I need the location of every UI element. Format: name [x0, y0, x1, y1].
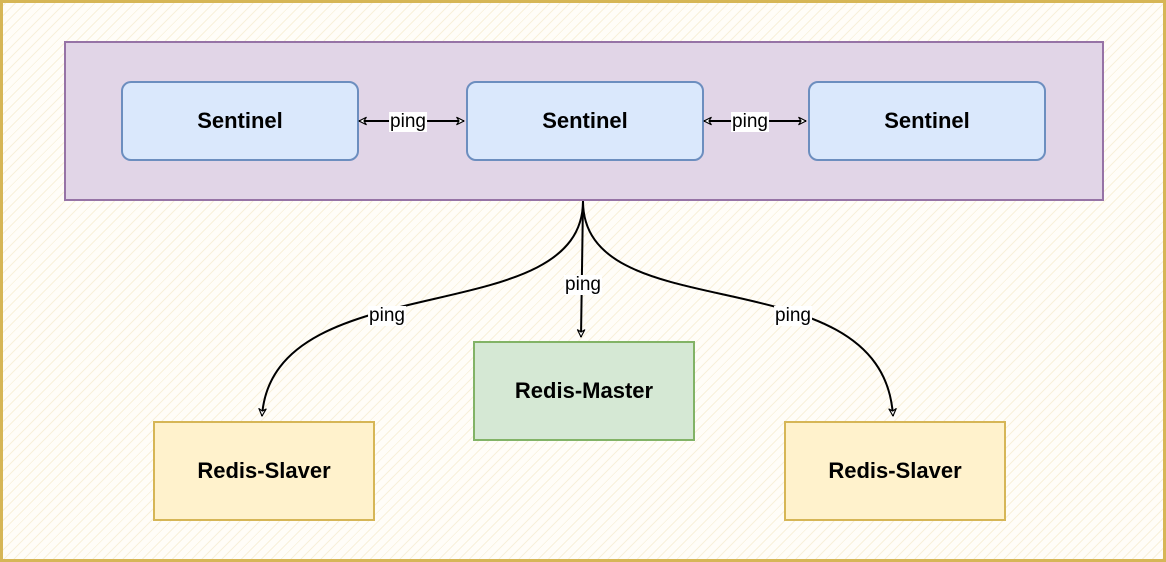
sentinel-right-node[interactable]: Sentinel — [808, 81, 1046, 161]
redis-slave-right-label: Redis-Slaver — [828, 458, 962, 483]
ping-connector-to-slave-left — [258, 200, 584, 417]
redis-slave-left-label: Redis-Slaver — [197, 458, 331, 483]
sentinel-left-node[interactable]: Sentinel — [121, 81, 359, 161]
ping-label-to-master: ping — [564, 274, 602, 295]
ping-connector-to-slave-right — [582, 200, 897, 417]
sentinel-left-label: Sentinel — [197, 108, 283, 133]
sentinel-middle-label: Sentinel — [542, 108, 628, 133]
ping-label-to-slave-right: ping — [774, 305, 812, 326]
redis-master-label: Redis-Master — [514, 378, 654, 403]
sentinel-right-label: Sentinel — [884, 108, 970, 133]
sentinel-middle-node[interactable]: Sentinel — [466, 81, 704, 161]
redis-slave-right-node[interactable]: Redis-Slaver — [784, 421, 1006, 521]
redis-master-node[interactable]: Redis-Master — [473, 341, 695, 441]
redis-slave-left-node[interactable]: Redis-Slaver — [153, 421, 375, 521]
ping-label-to-slave-left: ping — [368, 305, 406, 326]
ping-label-sentinel-middle-right: ping — [731, 111, 769, 132]
ping-label-sentinel-left-middle: ping — [389, 111, 427, 132]
ping-connector-to-master — [576, 200, 586, 338]
connector-layer — [258, 116, 897, 417]
